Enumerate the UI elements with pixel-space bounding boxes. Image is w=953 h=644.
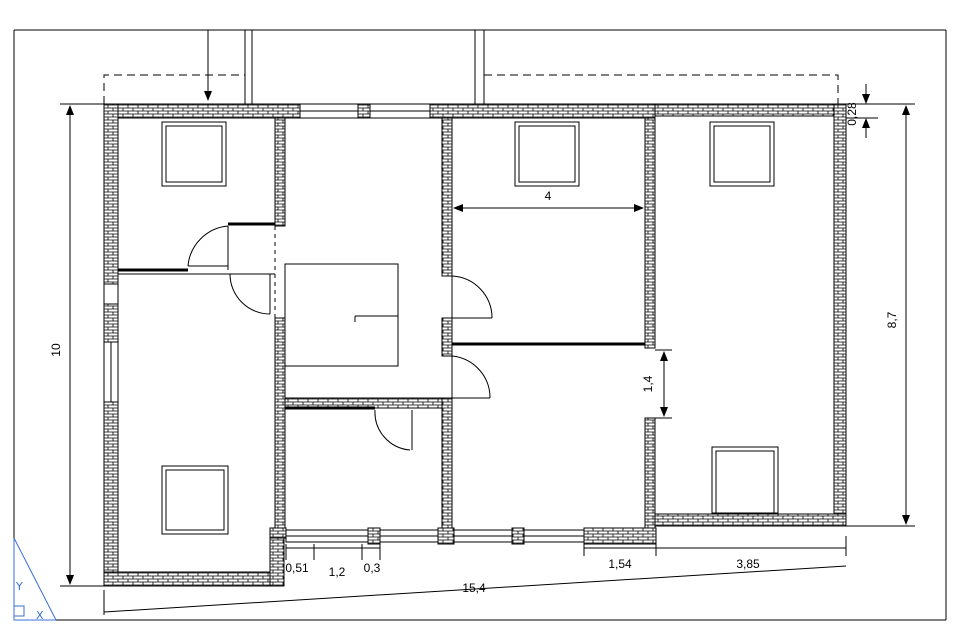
- dim-bottom-b: 1,2: [329, 565, 346, 579]
- dim-bottom-e: 3,85: [736, 557, 760, 571]
- dim-total-height: 10: [49, 343, 63, 357]
- dim-room-width: 4: [545, 189, 552, 203]
- doors: [187, 225, 493, 451]
- dim-bottom-d: 1,54: [608, 557, 632, 571]
- dim-bottom-c: 0,3: [364, 561, 381, 575]
- partitions: [118, 222, 645, 410]
- dim-right-height: 8,7: [885, 311, 899, 328]
- heaters: [161, 121, 779, 535]
- dim-bottom-a: 0,51: [285, 561, 309, 575]
- roof-outline: [103, 74, 839, 104]
- ucs-x-label: X: [36, 609, 44, 622]
- windows: [103, 103, 585, 543]
- inner-walls: [274, 117, 656, 529]
- stair-hatch: [284, 263, 399, 367]
- dimension-lines: [60, 84, 915, 615]
- drawing-frame: [13, 29, 947, 621]
- ucs-icon: [13, 537, 57, 621]
- ucs-y-label: Y: [15, 580, 23, 593]
- dim-passage-width: 1,4: [641, 375, 655, 392]
- dim-top-offset: 0,28: [845, 102, 859, 126]
- pipes: [204, 30, 485, 104]
- dim-total-width: 15,4: [462, 581, 486, 595]
